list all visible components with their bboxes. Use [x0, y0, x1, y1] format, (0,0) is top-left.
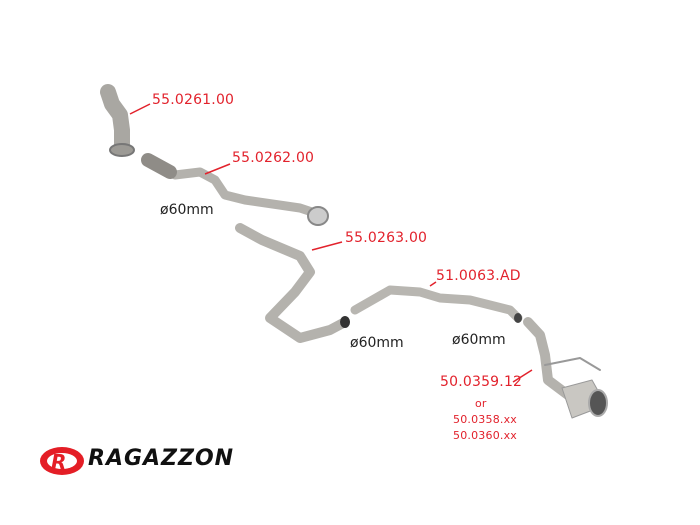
part-label-50-0359-12: 50.0359.12	[440, 374, 523, 390]
diameter-label-rear: ø60mm	[452, 332, 506, 348]
diameter-label-front: ø60mm	[160, 202, 214, 218]
front-pipe-flange	[307, 206, 329, 226]
diameter-label-mid: ø60mm	[350, 335, 404, 351]
leader-lines	[129, 103, 533, 383]
part-label-55-0261-00: 55.0261.00	[152, 92, 235, 108]
centre-pipe-51-0063	[350, 285, 523, 323]
flex-joint	[141, 153, 177, 179]
downpipe-55-0261	[100, 84, 130, 156]
front-pipe-55-0262	[143, 157, 323, 219]
mid-pipe-55-0263	[235, 223, 350, 343]
alt-part-label-50-0360: 50.0360.xx	[453, 429, 518, 442]
ragazzon-r-emblem-icon: R	[40, 447, 84, 475]
or-label: or	[475, 397, 487, 410]
part-label-55-0263-00: 55.0263.00	[345, 230, 428, 246]
part-label-55-0262-00: 55.0262.00	[232, 150, 315, 166]
alt-part-label-50-0358: 50.0358.xx	[453, 413, 518, 426]
centre-pipe-outlet	[514, 313, 522, 323]
part-label-51-0063-ad: 51.0063.AD	[436, 268, 521, 284]
rear-pipe-50-0359	[523, 317, 573, 400]
ragazzon-logo: R RAGAZZON	[38, 444, 233, 478]
tailpipe-opening	[588, 389, 608, 417]
logo-wordmark: RAGAZZON	[88, 446, 235, 471]
rear-hanger	[544, 357, 601, 371]
downpipe-flange	[109, 143, 135, 157]
mid-pipe-outlet	[340, 316, 350, 328]
svg-text:R: R	[51, 450, 66, 474]
